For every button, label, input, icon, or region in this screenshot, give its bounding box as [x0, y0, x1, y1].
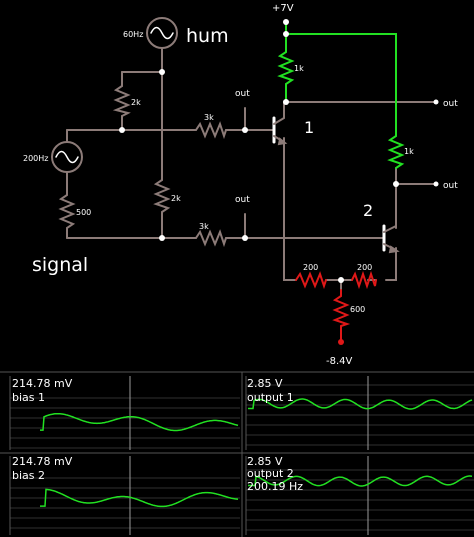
resistor-base-1-value: 3k	[204, 113, 214, 122]
resistor-emitter-1-value: 200	[303, 263, 318, 272]
resistor-signal-mid-value: 2k	[171, 194, 181, 203]
resistor-collector-2-value: 1k	[404, 147, 414, 156]
scope-panel: 214.78 mV bias 1 2.85 V output 1	[0, 371, 474, 537]
resistor-collector-2[interactable]	[387, 135, 405, 169]
out-label-collector-2: out	[443, 181, 458, 191]
out-label-base-2: out	[235, 195, 250, 205]
out-label-collector-1: out	[443, 99, 458, 109]
circuit-schematic[interactable]	[51, 17, 439, 345]
resistor-hum-bias[interactable]	[112, 85, 131, 117]
supply-positive-label: +7V	[272, 3, 294, 14]
hum-label: hum	[186, 25, 229, 47]
scope-value: 2.85 V	[247, 377, 283, 390]
resistor-emitter-2-value: 200	[357, 263, 372, 272]
circuit-labels: +7V -8.4V 60Hz hum 200Hz signal 2k 2k 50…	[23, 3, 458, 367]
scope-trace	[248, 475, 473, 487]
scope-bias-1[interactable]: 214.78 mV bias 1	[9, 376, 240, 450]
resistor-tail-value: 600	[350, 305, 365, 314]
resistor-signal-source-value: 500	[76, 208, 91, 217]
out-label-base-1: out	[235, 89, 250, 99]
resistor-signal-mid[interactable]	[153, 179, 171, 213]
resistor-signal-source[interactable]	[58, 194, 76, 229]
signal-ac-source[interactable]	[51, 141, 83, 173]
resistor-base-2[interactable]	[195, 229, 227, 248]
scope-frequency: 200.19 Hz	[247, 480, 303, 493]
scope-value: 2.85 V	[247, 455, 283, 468]
scope-trace	[40, 488, 239, 508]
hum-frequency-label: 60Hz	[123, 30, 143, 39]
scope-bias-2[interactable]: 214.78 mV bias 2	[9, 455, 240, 535]
supply-terminals	[283, 19, 344, 345]
transistor-1-label: 1	[304, 118, 314, 137]
scope-value: 214.78 mV	[12, 455, 73, 468]
scope-value: 214.78 mV	[12, 377, 73, 390]
scope-label: output 2	[247, 467, 294, 480]
transistor-2[interactable]	[371, 224, 400, 254]
resistor-base-1[interactable]	[195, 121, 227, 140]
resistor-emitter-2[interactable]	[351, 270, 377, 290]
transistor-2-label: 2	[363, 201, 373, 220]
scope-label: bias 2	[12, 469, 45, 482]
scope-label: output 1	[247, 391, 294, 404]
resistor-collector-1-value: 1k	[294, 64, 304, 73]
scope-output-2[interactable]: 2.85 V output 2 200.19 Hz	[245, 455, 474, 535]
supply-negative-label: -8.4V	[326, 356, 353, 367]
supply-wires	[285, 21, 397, 137]
wires	[66, 47, 437, 291]
resistor-base-2-value: 3k	[199, 222, 209, 231]
signal-label: signal	[32, 254, 88, 276]
hum-ac-source[interactable]	[146, 17, 178, 49]
junction-dots	[119, 31, 439, 283]
signal-frequency-label: 200Hz	[23, 154, 48, 163]
scope-output-1[interactable]: 2.85 V output 1	[245, 376, 474, 450]
scope-label: bias 1	[12, 391, 45, 404]
scope-trace	[248, 398, 473, 410]
resistor-hum-bias-value: 2k	[131, 98, 141, 107]
resistor-emitter-1[interactable]	[295, 271, 327, 290]
scope-trace	[40, 412, 239, 432]
resistor-tail[interactable]	[332, 295, 351, 327]
transistor-1[interactable]	[265, 116, 288, 146]
resistor-collector-1[interactable]	[277, 51, 295, 85]
